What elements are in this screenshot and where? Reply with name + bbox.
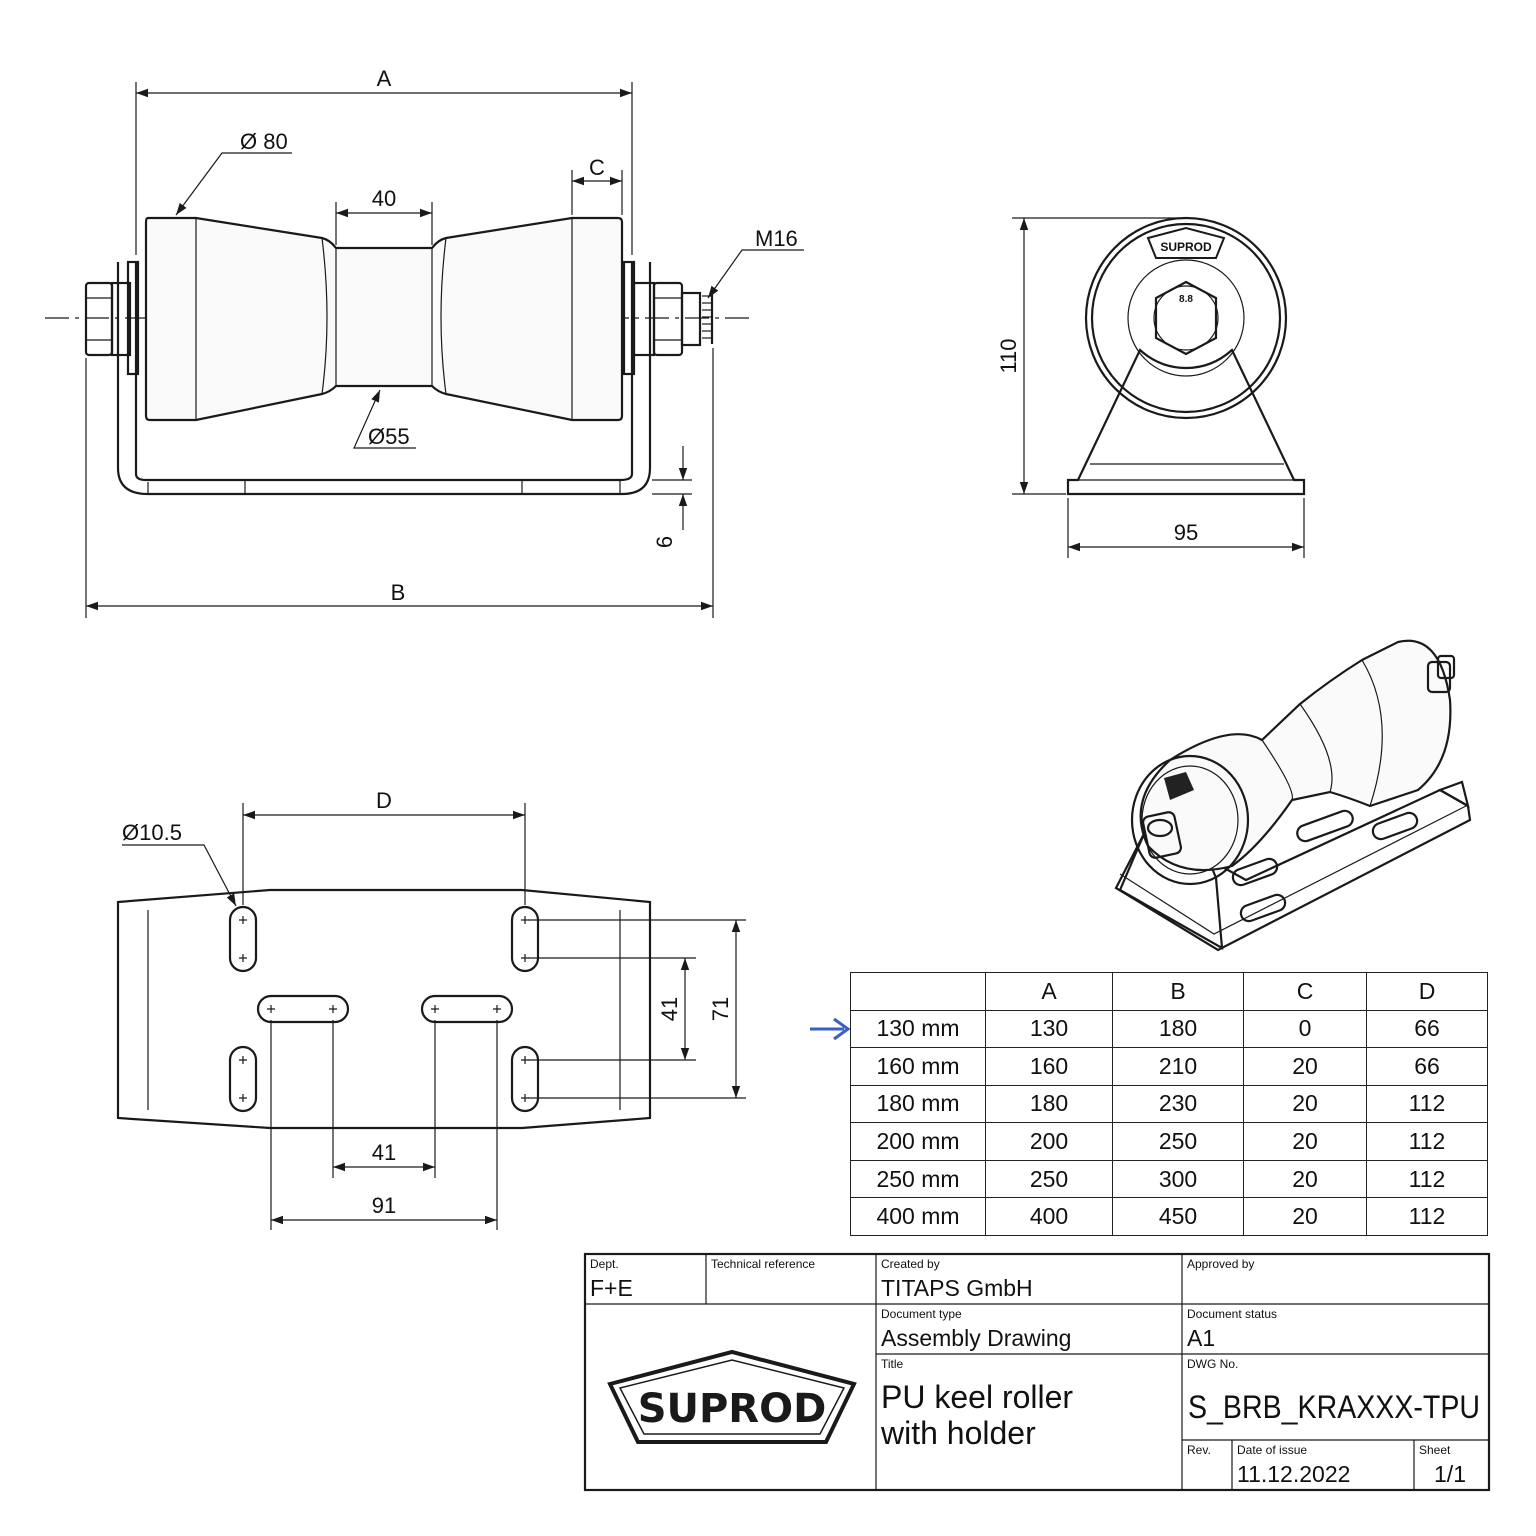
table-row: 400 mm 400 450 20 112 (850, 1197, 1488, 1236)
table-header: A (985, 972, 1113, 1011)
table-cell: 112 (1366, 1159, 1488, 1199)
table-cell: 20 (1243, 1122, 1367, 1161)
table-cell: 450 (1112, 1197, 1244, 1236)
table-row: 130 mm 130 180 0 66 (850, 1009, 1488, 1049)
table-cell: 160 mm (850, 1047, 986, 1086)
isometric-view (1114, 639, 1472, 952)
dim-71-label: 71 (708, 997, 733, 1021)
sheet-value: 1/1 (1434, 1461, 1466, 1487)
table-cell: 250 (985, 1159, 1113, 1199)
table-header: C (1243, 972, 1367, 1011)
hole-dia-label: Ø10.5 (122, 820, 182, 845)
created-label: Created by (881, 1257, 940, 1271)
techref-label: Technical reference (711, 1257, 815, 1271)
table-cell: 20 (1243, 1159, 1367, 1199)
table-cell: 300 (1112, 1159, 1244, 1199)
table-cell: 112 (1366, 1197, 1488, 1236)
doctype-label: Document type (881, 1307, 962, 1321)
table-cell: 400 mm (850, 1197, 986, 1236)
dim-110-label: 110 (996, 338, 1021, 373)
table-cell: 180 mm (850, 1084, 986, 1124)
rev-label: Rev. (1187, 1443, 1211, 1457)
dim-91-label: 91 (372, 1193, 396, 1218)
arrow-right-icon (810, 1017, 851, 1041)
dia-55-label: Ø55 (368, 424, 410, 449)
docstatus-value: A1 (1187, 1325, 1215, 1351)
table-cell: 180 (1112, 1009, 1244, 1049)
table-header: B (1112, 972, 1244, 1011)
front-view: A C 40 Ø 80 M16 Ø55 6 B (45, 66, 804, 618)
side-logo-badge (1146, 226, 1226, 259)
dim-b-label: B (391, 580, 406, 605)
dim-41-horizontal-label: 41 (372, 1140, 396, 1165)
table-cell: 130 mm (850, 1009, 986, 1049)
table-cell: 0 (1243, 1009, 1367, 1049)
table-header-row: A B C D (850, 972, 1488, 1011)
docstatus-label: Document status (1187, 1307, 1277, 1321)
thread-label: M16 (755, 226, 798, 251)
table-cell: 230 (1112, 1084, 1244, 1124)
table-cell: 66 (1366, 1047, 1488, 1086)
dim-a-label: A (377, 66, 392, 91)
table-cell: 180 (985, 1084, 1113, 1124)
date-label: Date of issue (1237, 1443, 1307, 1457)
table-cell: 20 (1243, 1047, 1367, 1086)
table-cell: 20 (1243, 1084, 1367, 1124)
dept-value: F+E (590, 1275, 633, 1301)
table-row: 180 mm 180 230 20 112 (850, 1084, 1488, 1124)
doctype-value: Assembly Drawing (881, 1325, 1071, 1351)
dim-6-label: 6 (652, 536, 677, 548)
dim-95-label: 95 (1174, 520, 1198, 545)
date-value: 11.12.2022 (1237, 1461, 1350, 1487)
dia-80-label: Ø 80 (240, 129, 288, 154)
table-cell: 66 (1366, 1009, 1488, 1049)
side-view: 8.8 SUPROD 110 95 (996, 216, 1306, 558)
table-row: 250 mm 250 300 20 112 (850, 1159, 1488, 1199)
table-cell: 210 (1112, 1047, 1244, 1086)
dimensions-table: A B C D 130 mm 130 180 0 66 160 mm 160 2… (850, 972, 1488, 1236)
table-row: 160 mm 160 210 20 66 (850, 1047, 1488, 1086)
side-logo-text: SUPROD (1160, 240, 1212, 254)
created-value: TITAPS GmbH (881, 1275, 1033, 1301)
bolt-grade-label: 8.8 (1179, 294, 1193, 305)
table-header (850, 972, 986, 1011)
table-cell: 112 (1366, 1084, 1488, 1124)
table-cell: 250 mm (850, 1159, 986, 1199)
table-cell: 20 (1243, 1197, 1367, 1236)
sheet-label: Sheet (1419, 1443, 1451, 1457)
suprod-logo: SUPROD (607, 1349, 857, 1444)
table-cell: 400 (985, 1197, 1113, 1236)
approved-label: Approved by (1187, 1257, 1254, 1271)
table-cell: 200 (985, 1122, 1113, 1161)
title-block: Dept. F+E Technical reference Created by… (583, 1252, 1491, 1492)
dim-c-label: C (589, 155, 605, 180)
table-cell: 200 mm (850, 1122, 986, 1161)
title-line1: PU keel roller (881, 1379, 1073, 1415)
dept-label: Dept. (590, 1257, 619, 1271)
table-header: D (1366, 972, 1488, 1011)
suprod-logo-text: SUPROD (638, 1386, 827, 1432)
table-cell: 112 (1366, 1122, 1488, 1161)
table-row: 200 mm 200 250 20 112 (850, 1122, 1488, 1161)
dim-40-label: 40 (372, 186, 396, 211)
table-cell: 160 (985, 1047, 1113, 1086)
title-label: Title (881, 1357, 904, 1371)
dwg-value: S_BRB_KRAXXX-TPU (1188, 1389, 1480, 1425)
dwg-label: DWG No. (1187, 1357, 1238, 1371)
table-cell: 130 (985, 1009, 1113, 1049)
table-cell: 250 (1112, 1122, 1244, 1161)
dim-41-vertical-label: 41 (657, 997, 682, 1021)
title-line2: with holder (880, 1415, 1036, 1451)
dim-d-label: D (376, 788, 392, 813)
base-plate-view: D Ø10.5 71 41 41 91 (116, 788, 746, 1230)
